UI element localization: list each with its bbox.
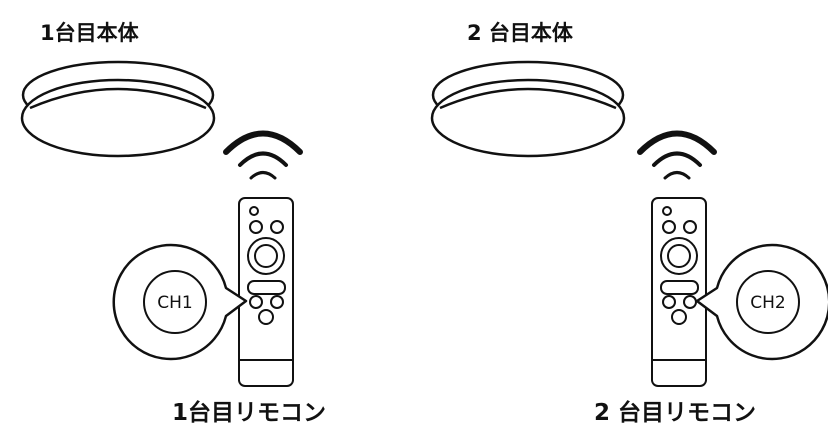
ceiling-light-icon xyxy=(430,60,626,158)
unit-2-remote-label: 2 台目リモコン xyxy=(594,399,756,426)
channel-callout: CH1 xyxy=(112,243,248,361)
unit-2-body-label: 2 台目本体 xyxy=(467,21,574,45)
unit-2: 2 台目本体 xyxy=(430,21,828,426)
unit-1: 1台目本体 xyxy=(20,21,326,426)
channel-label: CH2 xyxy=(750,293,785,313)
ceiling-light-icon xyxy=(20,60,216,158)
remote-control-icon xyxy=(238,197,294,387)
channel-label: CH1 xyxy=(157,293,192,313)
remote-control-icon xyxy=(651,197,707,387)
signal-waves-icon xyxy=(637,130,717,180)
unit-1-remote-label: 1台目リモコン xyxy=(172,399,326,426)
channel-callout: CH2 xyxy=(695,243,828,361)
signal-waves-icon xyxy=(223,130,303,180)
unit-1-body-label: 1台目本体 xyxy=(40,21,140,45)
